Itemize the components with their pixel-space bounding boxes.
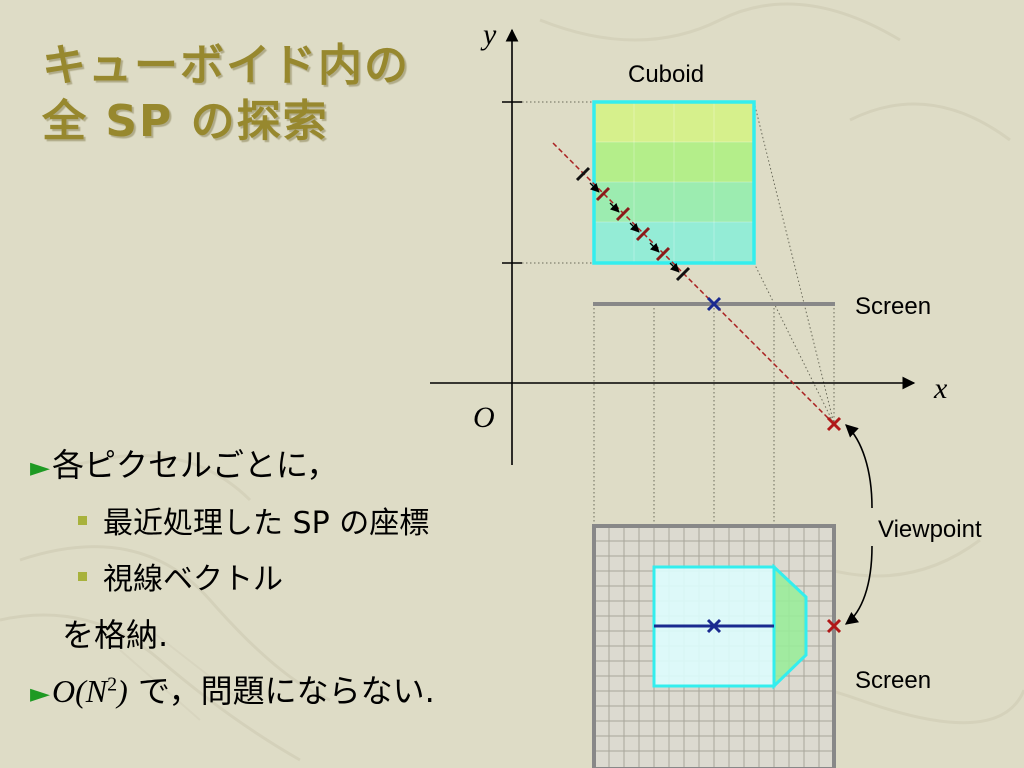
bullet-2: ►O(N2) で，問題にならない. [30,672,435,710]
exponent: 2 [107,673,118,696]
viewpoint-arrow-top [845,424,873,509]
screen-label: Screen [855,293,931,320]
title-line-2: 全 SP の探索 [42,96,329,147]
title-line-1: キューボイド内の [42,40,410,91]
sub-bullet-square-icon [78,572,87,581]
coordinate-axes [430,28,916,465]
bullet-1: ►各ピクセルごとに， [30,446,339,484]
ray-sample-points [575,166,691,282]
screen-pixel-cross-icon [706,618,722,634]
viewpoint-cross-icon [826,416,842,432]
viewpoint-label: Viewpoint [878,516,982,543]
bullet-arrow-icon: ► [30,679,50,709]
big-o: O [52,673,76,709]
sub-bullet-2: 視線ベクトル [78,554,283,598]
pixel-cross-icon [706,296,722,312]
screen-view [592,524,842,768]
screen-viewpoint-cross-icon [826,618,842,634]
sub-bullet-square-icon [78,516,87,525]
screen-view-label: Screen [855,667,931,694]
x-axis-label: x [933,372,948,405]
y-axis-label: y [480,18,497,51]
sub-bullet-1: 最近処理した SP の座標 [78,498,429,542]
bullet-1-continuation: を格納. [62,616,169,654]
bullet-arrow-icon: ► [30,453,50,483]
cuboid-label: Cuboid [628,61,704,88]
view-ray [552,142,835,425]
slide-title: キューボイド内の 全 SP の探索 [42,38,410,150]
cuboid [592,100,756,265]
n-variable: N [85,673,108,709]
ray-step-arrows [589,182,680,273]
origin-label: O [473,401,495,434]
viewpoint-arrow-bottom [844,545,873,625]
